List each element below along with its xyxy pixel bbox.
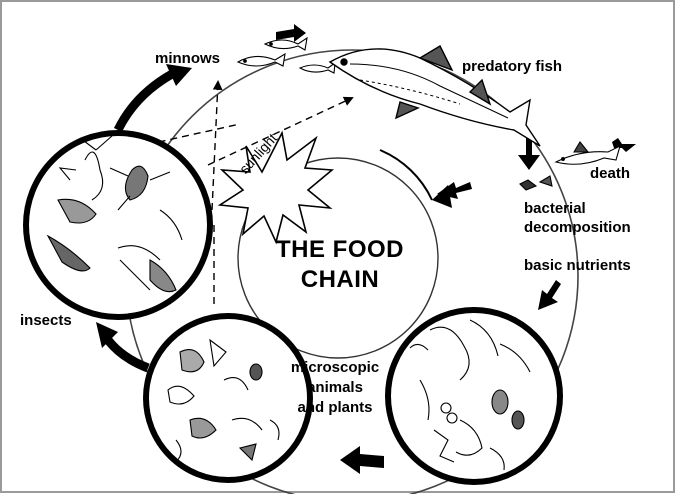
diagram-title-line1: THE FOOD	[270, 236, 410, 264]
microscopic-label-line3: and plants	[290, 399, 380, 416]
minnows-label: minnows	[155, 50, 220, 67]
predatory-fish-label: predatory fish	[462, 58, 562, 75]
microscopic-circle-left	[146, 316, 310, 480]
bacterial-label: bacterial	[524, 200, 586, 217]
basic-nutrients-label: basic nutrients	[524, 257, 631, 274]
diagram-title-line2: CHAIN	[270, 266, 410, 294]
arrow-minnows-to-fish	[276, 24, 306, 42]
arrow-micro-to-micro	[340, 446, 384, 474]
arrow-insects-to-minnows-line	[118, 74, 172, 130]
arrow-micro-to-insects-line	[108, 340, 148, 368]
death-label: death	[590, 165, 630, 182]
microscopic-label-line1: microscopic	[290, 359, 380, 376]
sunlight-arrow-to-minnows	[212, 82, 218, 210]
minnows-illustration	[238, 38, 335, 73]
microscopic-circle-right	[388, 310, 560, 482]
arrow-nutrients-to-micro	[538, 280, 561, 310]
decomposition-label: decomposition	[524, 219, 631, 236]
insects-circle	[26, 133, 210, 317]
insects-label: insects	[20, 312, 72, 329]
microscopic-label-line2: animals	[290, 379, 380, 396]
